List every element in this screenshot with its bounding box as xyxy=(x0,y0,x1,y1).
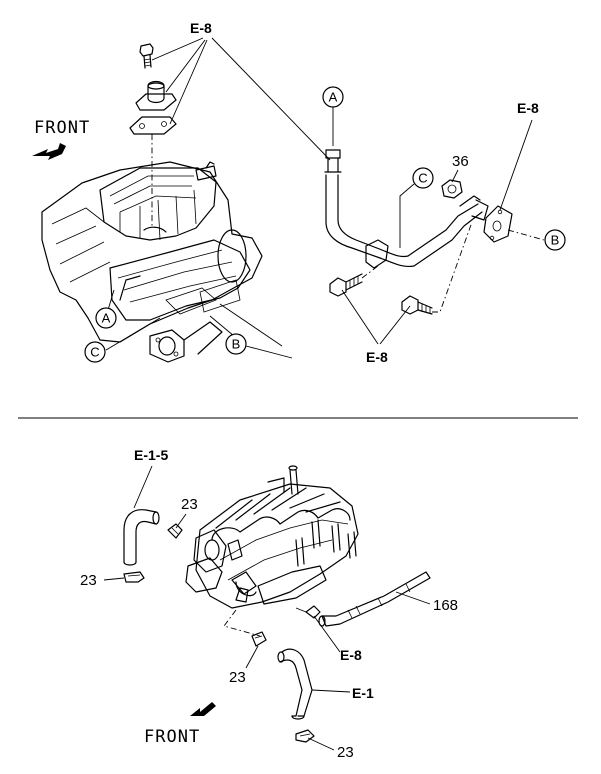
callout-c-engine: C xyxy=(84,341,106,363)
callout-a-engine: A xyxy=(95,307,117,329)
callout-b-right: B xyxy=(544,229,566,251)
front-label-top: FRONT xyxy=(34,118,90,138)
part-23-top-label: 23 xyxy=(181,496,198,513)
svg-text:C: C xyxy=(90,345,99,360)
hose-e1 xyxy=(277,648,313,720)
part-23-middle-label: 23 xyxy=(229,669,246,686)
leader-e8-bottom-section xyxy=(313,615,341,653)
svg-text:C: C xyxy=(418,171,427,186)
leader-e8-valve xyxy=(165,39,206,93)
alignment-line-b xyxy=(507,229,545,241)
front-arrow-icon-bottom xyxy=(190,702,216,716)
leader-168 xyxy=(395,591,431,605)
alignment-line-bolt-2 xyxy=(432,221,473,313)
bottom-section: E-1-5 23 23 xyxy=(80,447,458,761)
leader-b-engine-1 xyxy=(245,345,293,359)
egr-flange-plate xyxy=(483,205,513,243)
bolt-lower-left xyxy=(329,273,363,297)
leader-23-left xyxy=(103,577,125,581)
tube-168 xyxy=(318,571,431,627)
top-section: FRONT E-8 xyxy=(32,20,566,365)
nut-36 xyxy=(441,179,463,199)
leader-e8-right xyxy=(499,119,533,211)
exhaust-flange xyxy=(149,321,223,363)
part-23-left-label: 23 xyxy=(80,572,97,589)
leader-23-middle xyxy=(245,645,259,669)
callout-c-pipe: C xyxy=(412,167,434,189)
ref-e8-right: E-8 xyxy=(517,100,539,116)
ref-e8-bottom: E-8 xyxy=(366,349,388,365)
ref-e8-bottom-section: E-8 xyxy=(340,647,362,663)
leader-c-engine xyxy=(105,317,161,351)
leader-e8-bolt-right xyxy=(379,305,411,345)
bolt-top xyxy=(139,43,154,69)
leader-e8-pipe xyxy=(211,37,331,161)
leader-c-pipe xyxy=(399,183,415,248)
egr-valve xyxy=(135,80,177,111)
bolt-manifold xyxy=(305,605,321,619)
egr-pipe xyxy=(324,149,489,269)
svg-text:B: B xyxy=(551,233,560,248)
leader-e8-bolt xyxy=(151,37,204,61)
leader-e1 xyxy=(311,689,351,693)
ref-e15: E-1-5 xyxy=(134,447,168,463)
clamp-23-left xyxy=(123,571,145,583)
engine-block xyxy=(41,161,263,343)
alignment-line-clamp xyxy=(223,609,261,637)
leader-bolt-stub xyxy=(295,607,307,613)
callout-a-pipe: A xyxy=(322,86,344,108)
leader-e8-gasket xyxy=(169,39,208,125)
ref-e8-top: E-8 xyxy=(190,20,212,36)
leader-a-engine xyxy=(107,289,115,311)
pipe-elbow xyxy=(235,587,249,603)
leader-36 xyxy=(451,169,459,183)
svg-text:A: A xyxy=(329,90,338,105)
part-168-label: 168 xyxy=(433,597,458,614)
clamp-23-middle xyxy=(251,631,267,647)
leader-b-engine-3 xyxy=(219,303,283,347)
svg-text:B: B xyxy=(232,337,241,352)
clamp-23-top xyxy=(167,523,183,539)
svg-text:A: A xyxy=(102,311,111,326)
alignment-line-bolt-1 xyxy=(361,265,379,279)
gasket xyxy=(129,116,177,135)
bolt-lower-right xyxy=(401,295,433,315)
leader-23-top xyxy=(175,513,187,529)
leader-e15 xyxy=(133,465,153,509)
leader-23-bottom xyxy=(307,737,335,751)
hose-left xyxy=(123,509,160,566)
part-36-label: 36 xyxy=(452,153,469,170)
ref-e1: E-1 xyxy=(352,685,374,701)
leader-e8-bolt-left xyxy=(341,289,379,345)
front-arrow-icon-top xyxy=(32,143,66,160)
clamp-23-bottom xyxy=(295,729,315,743)
front-label-bottom: FRONT xyxy=(144,727,200,747)
callout-b-engine: B xyxy=(225,333,247,355)
part-23-bottom-label: 23 xyxy=(337,744,354,761)
intake-manifold xyxy=(185,465,359,609)
